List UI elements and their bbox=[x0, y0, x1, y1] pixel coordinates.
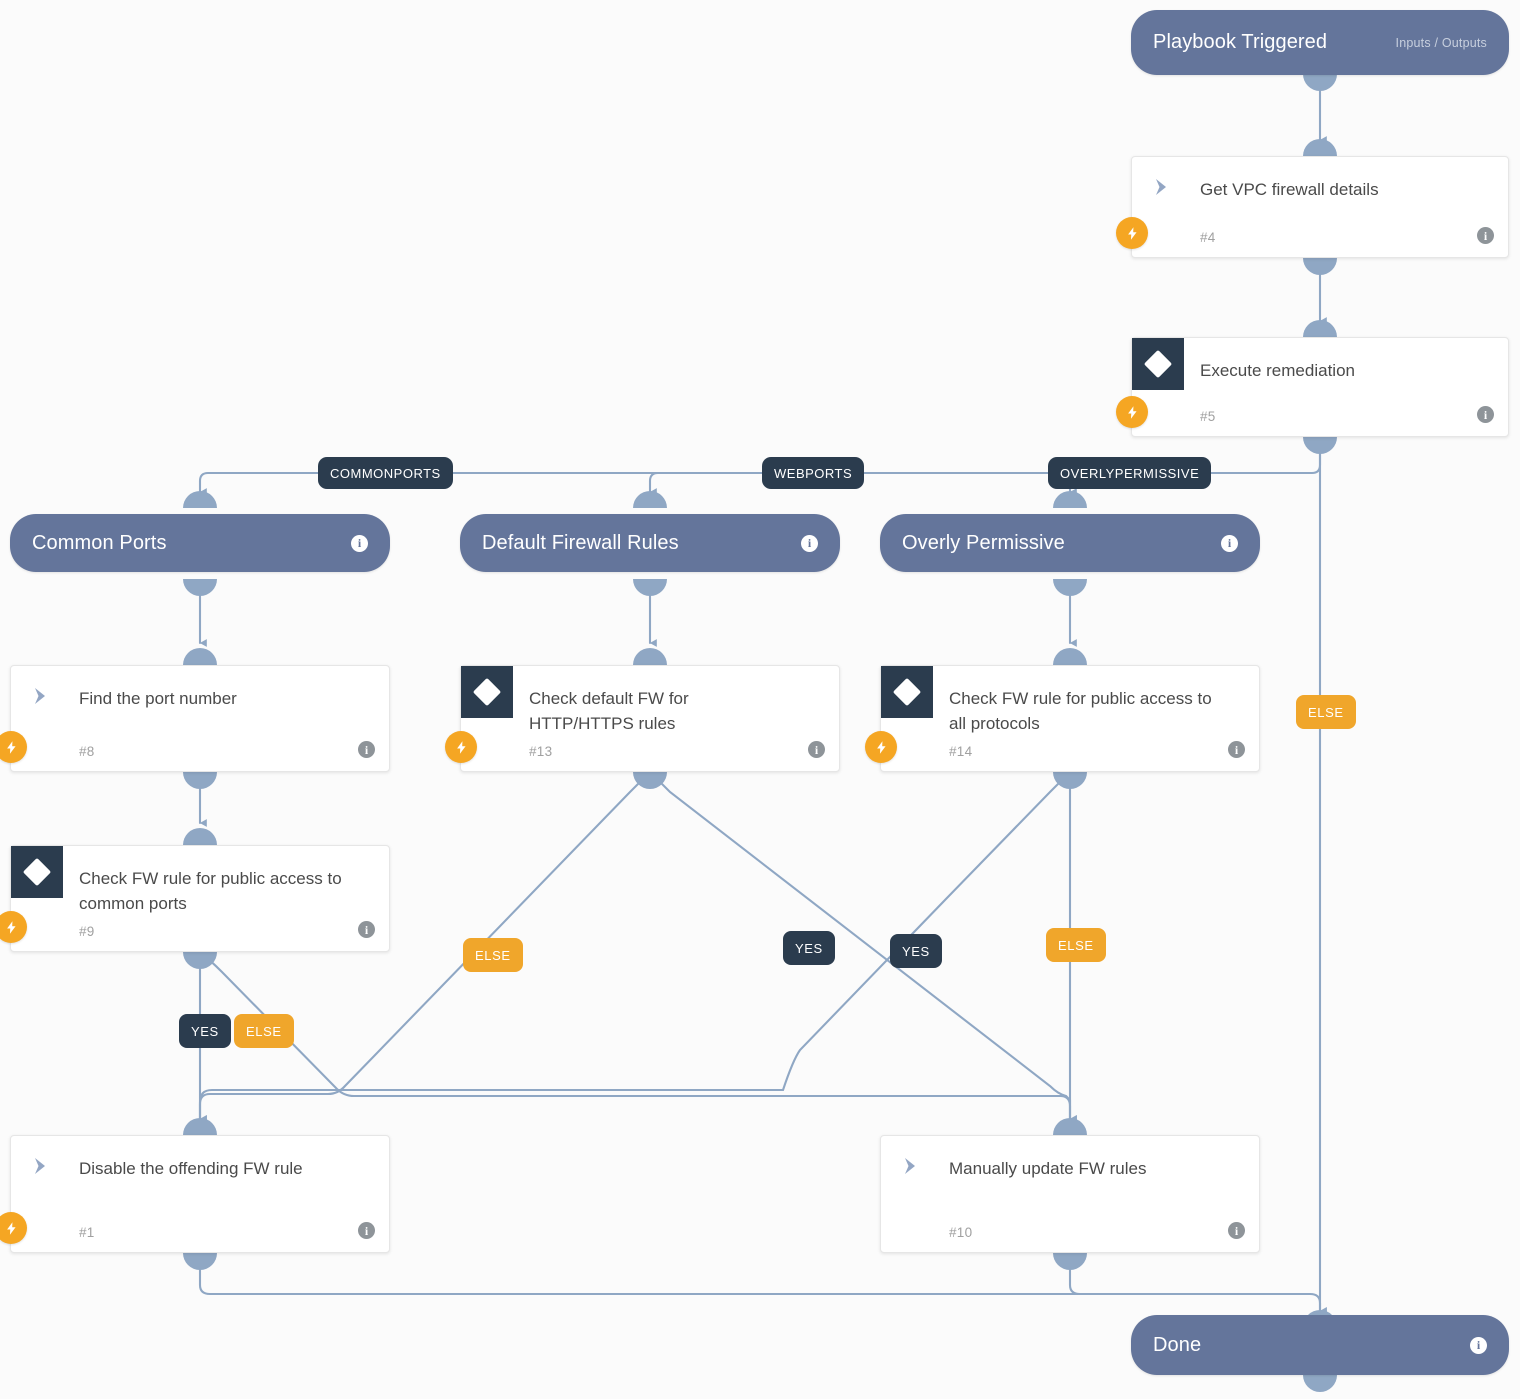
node-check-default-fw-http-https[interactable]: Check default FW for HTTP/HTTPS rules #1… bbox=[445, 665, 840, 772]
condition-badge-yes-13[interactable]: YES bbox=[783, 931, 835, 965]
lightning-bolt-icon bbox=[1116, 217, 1148, 249]
diamond-icon bbox=[881, 666, 933, 718]
node-manually-update-fw-rules[interactable]: Manually update FW rules #10 i bbox=[880, 1135, 1260, 1253]
card-number: #1 bbox=[79, 1225, 95, 1240]
diamond-icon bbox=[11, 846, 63, 898]
card-number: #5 bbox=[1200, 409, 1216, 424]
card-title: Find the port number bbox=[79, 689, 237, 708]
condition-badge-yes-9[interactable]: YES bbox=[179, 1014, 231, 1048]
card-title: Check FW rule for public access to commo… bbox=[79, 869, 342, 913]
node-execute-remediation[interactable]: Execute remediation #5 i bbox=[1116, 337, 1509, 437]
chevron-right-icon bbox=[1152, 176, 1174, 198]
card-title: Check FW rule for public access to all p… bbox=[949, 689, 1212, 733]
info-icon[interactable]: i bbox=[358, 741, 375, 758]
node-check-fw-rule-all-protocols[interactable]: Check FW rule for public access to all p… bbox=[865, 665, 1260, 772]
info-icon[interactable]: i bbox=[351, 534, 368, 552]
chevron-right-icon bbox=[31, 1155, 53, 1177]
inputs-outputs-label[interactable]: Inputs / Outputs bbox=[1395, 35, 1487, 50]
condition-badge-else-remediation[interactable]: ELSE bbox=[1296, 695, 1356, 729]
card-number: #8 bbox=[79, 744, 95, 759]
info-icon[interactable]: i bbox=[1228, 1222, 1245, 1239]
condition-badge-else-14[interactable]: ELSE bbox=[1046, 928, 1106, 962]
playbook-triggered-right: Inputs / Outputs bbox=[1396, 36, 1487, 50]
node-disable-offending-fw-rule[interactable]: Disable the offending FW rule #1 i bbox=[0, 1135, 390, 1253]
info-icon[interactable]: i bbox=[1221, 534, 1238, 552]
lightning-bolt-icon bbox=[865, 731, 897, 763]
info-icon[interactable]: i bbox=[808, 741, 825, 758]
node-default-firewall-rules[interactable]: Default Firewall Rules i bbox=[460, 514, 840, 572]
node-overly-permissive[interactable]: Overly Permissive i bbox=[880, 514, 1260, 572]
condition-badge-label: ELSE bbox=[1308, 704, 1344, 720]
condition-badge-label: ELSE bbox=[475, 947, 511, 963]
card-number: #10 bbox=[949, 1225, 973, 1240]
condition-badge-label: YES bbox=[191, 1023, 219, 1039]
condition-badge-else-13[interactable]: ELSE bbox=[463, 938, 523, 972]
lightning-bolt-icon bbox=[0, 911, 27, 943]
info-icon[interactable]: i bbox=[1228, 741, 1245, 758]
diamond-icon bbox=[1132, 338, 1184, 390]
branch-label-text: WEBPORTS bbox=[774, 465, 853, 481]
node-get-vpc-firewall-details[interactable]: Get VPC firewall details #4 i bbox=[1116, 156, 1509, 258]
done-title: Done bbox=[1153, 1333, 1202, 1356]
chevron-right-icon bbox=[901, 1155, 923, 1177]
lightning-bolt-icon bbox=[445, 731, 477, 763]
info-icon[interactable]: i bbox=[358, 1222, 375, 1239]
card-number: #9 bbox=[79, 924, 95, 939]
card-title: Execute remediation bbox=[1200, 361, 1355, 380]
node-common-ports[interactable]: Common Ports i bbox=[10, 514, 390, 572]
card-number: #13 bbox=[529, 744, 553, 759]
branch-label-webports[interactable]: WEBPORTS bbox=[762, 457, 865, 489]
condition-badge-label: ELSE bbox=[1058, 937, 1094, 953]
info-icon[interactable]: i bbox=[801, 534, 818, 552]
card-title: Check default FW for HTTP/HTTPS rules bbox=[529, 689, 689, 733]
info-icon[interactable]: i bbox=[1477, 406, 1494, 423]
node-find-the-port-number[interactable]: Find the port number #8 i bbox=[0, 665, 390, 772]
condition-badge-label: YES bbox=[795, 940, 823, 956]
info-icon[interactable]: i bbox=[1477, 227, 1494, 244]
node-done[interactable]: Done i bbox=[1131, 1315, 1509, 1375]
common-ports-title: Common Ports bbox=[32, 531, 167, 554]
done-right: i bbox=[1470, 1336, 1487, 1354]
card-title: Get VPC firewall details bbox=[1200, 180, 1379, 199]
condition-badge-else-9[interactable]: ELSE bbox=[234, 1014, 294, 1048]
default-firewall-rules-title: Default Firewall Rules bbox=[482, 531, 679, 554]
branch-label-text: COMMONPORTS bbox=[330, 465, 441, 481]
branch-label-overlypermissive[interactable]: OVERLYPERMISSIVE bbox=[1048, 457, 1212, 489]
overly-permissive-title: Overly Permissive bbox=[902, 531, 1065, 554]
branch-label-commonports[interactable]: COMMONPORTS bbox=[318, 457, 453, 489]
playbook-triggered-title: Playbook Triggered bbox=[1153, 31, 1328, 53]
condition-badge-label: ELSE bbox=[246, 1023, 282, 1039]
branch-label-text: OVERLYPERMISSIVE bbox=[1060, 465, 1200, 481]
node-playbook-triggered[interactable]: Playbook Triggered Inputs / Outputs bbox=[1131, 10, 1509, 75]
card-number: #14 bbox=[949, 744, 973, 759]
lightning-bolt-icon bbox=[0, 731, 27, 763]
overly-permissive-right: i bbox=[1221, 534, 1238, 552]
card-title: Manually update FW rules bbox=[949, 1159, 1147, 1178]
info-icon[interactable]: i bbox=[1470, 1336, 1487, 1354]
card-title: Disable the offending FW rule bbox=[79, 1159, 303, 1178]
chevron-right-icon bbox=[31, 685, 53, 707]
condition-badge-label: YES bbox=[902, 943, 930, 959]
default-firewall-rules-right: i bbox=[801, 534, 818, 552]
lightning-bolt-icon bbox=[1116, 396, 1148, 428]
common-ports-right: i bbox=[351, 534, 368, 552]
diamond-icon bbox=[461, 666, 513, 718]
lightning-bolt-icon bbox=[0, 1212, 27, 1244]
info-icon[interactable]: i bbox=[358, 921, 375, 938]
condition-badge-yes-14[interactable]: YES bbox=[890, 934, 942, 968]
card-number: #4 bbox=[1200, 230, 1216, 245]
node-check-fw-rule-common-ports[interactable]: Check FW rule for public access to commo… bbox=[0, 845, 390, 952]
